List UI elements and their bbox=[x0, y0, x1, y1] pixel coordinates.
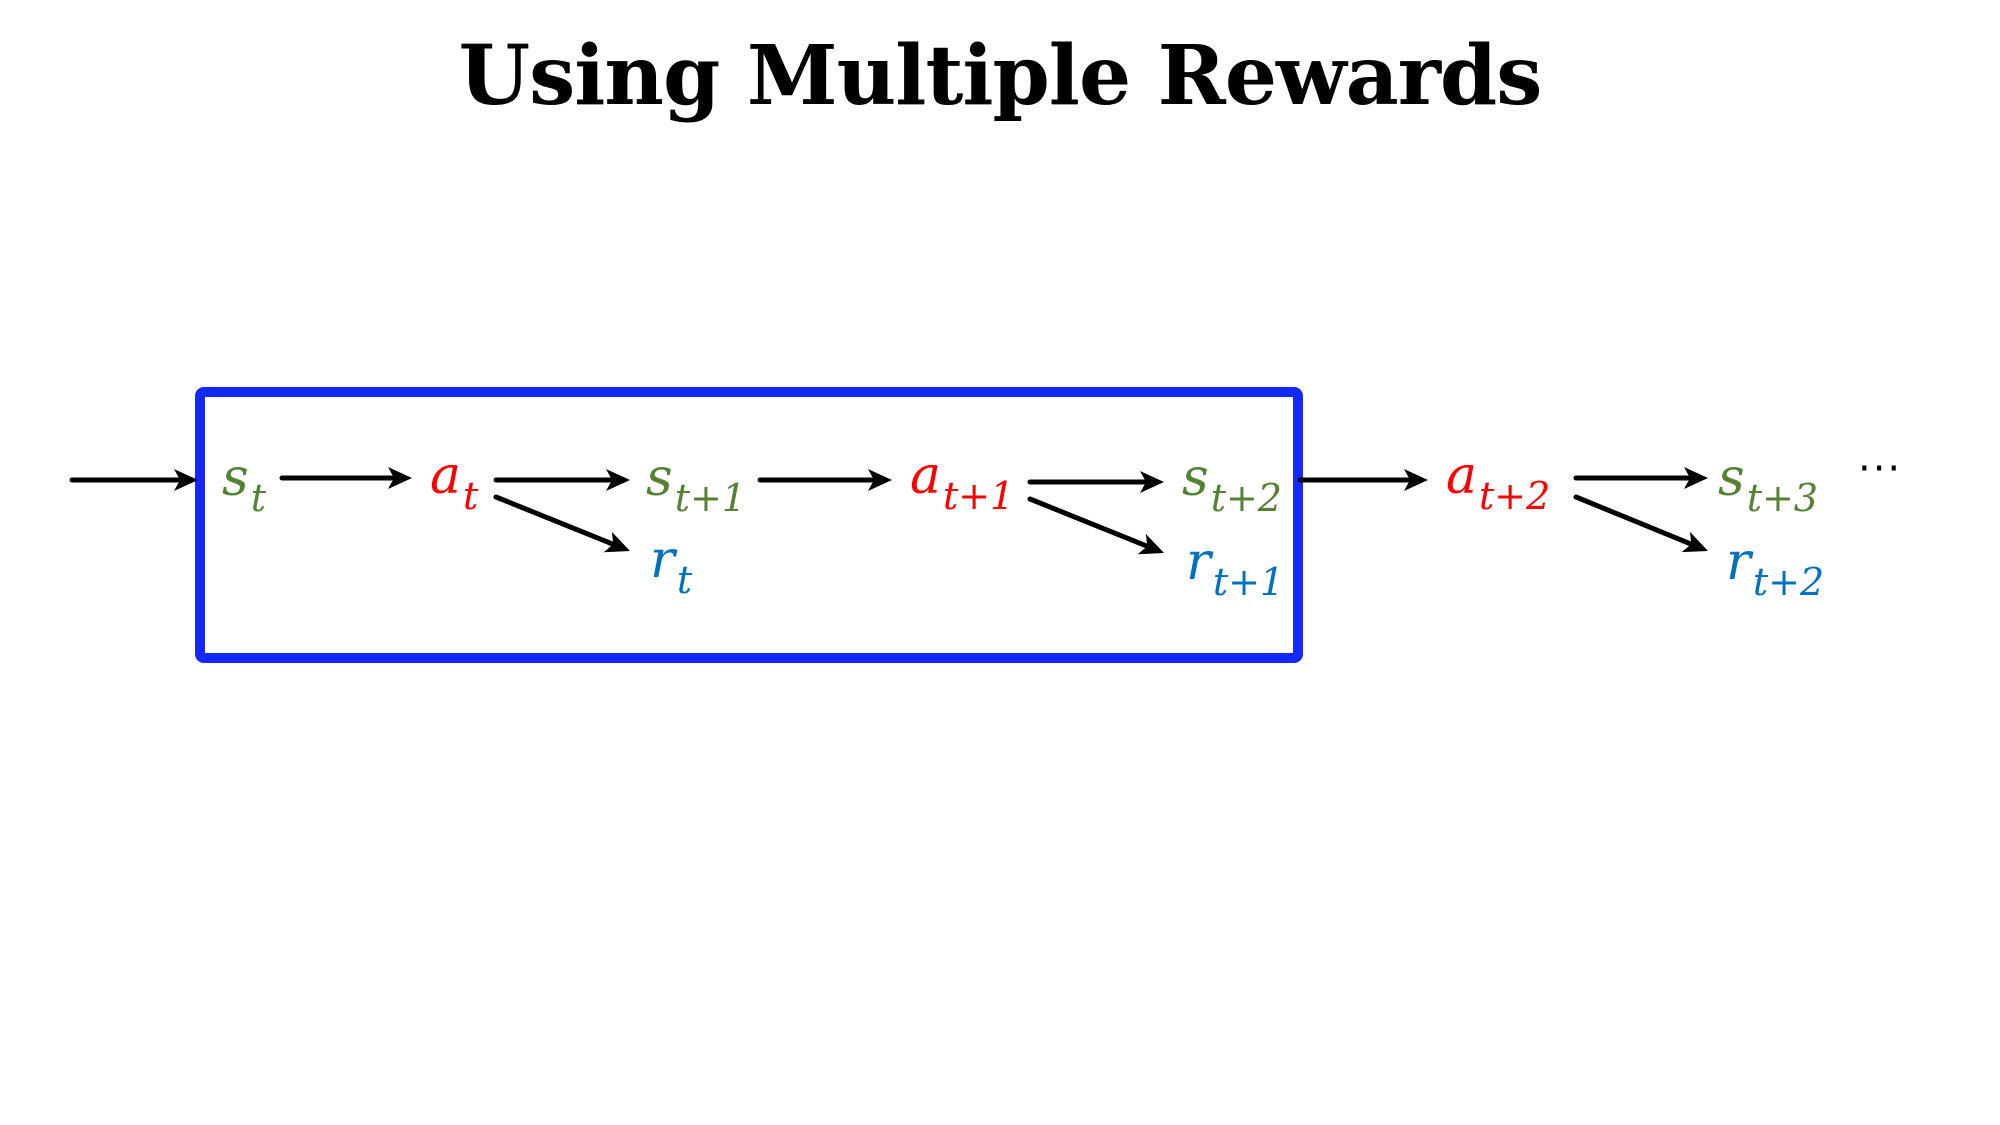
node-a-t-plus-1: at+1 bbox=[910, 446, 1015, 518]
arrow-a-t2-to-r-t2-shaft bbox=[1573, 494, 1692, 546]
arrow-a-t1-to-r-t1-shaft bbox=[1027, 496, 1148, 549]
arrow-s-t1-to-a-t1 bbox=[757, 469, 892, 491]
arrow-s-t2-to-a-t2-head bbox=[1404, 469, 1428, 491]
node-s-t: st bbox=[222, 448, 266, 520]
arrow-a-t-to-r-t-shaft bbox=[493, 494, 614, 547]
arrow-a-t1-to-r-t1-head bbox=[1137, 533, 1164, 555]
arrow-a-t1-to-r-t1 bbox=[1027, 496, 1164, 555]
arrow-s-t-to-a-t-head bbox=[388, 467, 412, 489]
arrow-a-t1-to-s-t2-head bbox=[1140, 471, 1164, 493]
ellipsis: ··· bbox=[1858, 446, 1903, 492]
arrow-a-t1-to-s-t2 bbox=[1027, 471, 1164, 493]
arrow-a-t-to-s-t1-head bbox=[606, 469, 630, 491]
arrow-into-s-t-head bbox=[174, 469, 198, 491]
arrow-a-t-to-r-t-head bbox=[603, 531, 630, 553]
arrow-a-t2-to-r-t2-head bbox=[1681, 531, 1708, 553]
node-a-t-plus-2: at+2 bbox=[1446, 446, 1551, 518]
arrow-s-t1-to-a-t1-head bbox=[868, 469, 892, 491]
node-r-t: rt bbox=[650, 530, 693, 602]
node-r-t-plus-1: rt+1 bbox=[1186, 532, 1285, 604]
highlight-box bbox=[195, 387, 1303, 663]
arrow-a-t2-to-s-t3 bbox=[1573, 467, 1708, 489]
node-s-t-plus-3: st+3 bbox=[1718, 448, 1818, 520]
arrow-a-t-to-s-t1 bbox=[493, 469, 630, 491]
arrow-a-t-to-r-t bbox=[493, 494, 630, 553]
arrow-a-t2-to-s-t3-head bbox=[1684, 467, 1708, 489]
arrow-s-t-to-a-t bbox=[279, 467, 412, 489]
node-a-t: at bbox=[430, 446, 479, 518]
node-r-t-plus-2: rt+2 bbox=[1726, 532, 1825, 604]
arrow-s-t2-to-a-t2 bbox=[1297, 469, 1428, 491]
arrow-into-s-t bbox=[69, 469, 198, 491]
node-s-t-plus-1: st+1 bbox=[646, 448, 746, 520]
page-title: Using Multiple Rewards bbox=[458, 28, 1543, 124]
arrow-a-t2-to-r-t2 bbox=[1573, 494, 1708, 553]
node-s-t-plus-2: st+2 bbox=[1182, 448, 1282, 520]
